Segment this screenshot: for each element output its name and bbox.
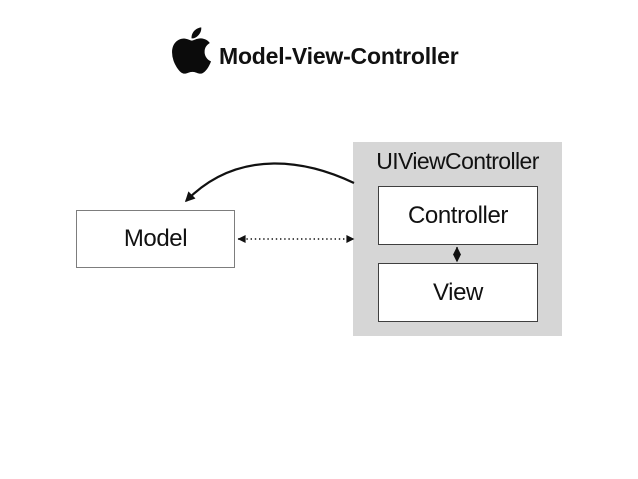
controller-node: Controller bbox=[378, 186, 538, 245]
view-label: View bbox=[433, 278, 483, 306]
view-node: View bbox=[378, 263, 538, 322]
model-label: Model bbox=[123, 225, 188, 252]
apple-logo-icon bbox=[171, 24, 212, 77]
model-node: Model bbox=[76, 210, 235, 268]
page-title: Model-View-Controller bbox=[219, 43, 459, 69]
controller-label: Controller bbox=[407, 201, 509, 229]
edge-uiviewcontroller-to-model bbox=[184, 162, 355, 203]
uiviewcontroller-group: UIViewController Controller View bbox=[353, 142, 562, 336]
uiviewcontroller-label: UIViewController bbox=[376, 148, 539, 174]
